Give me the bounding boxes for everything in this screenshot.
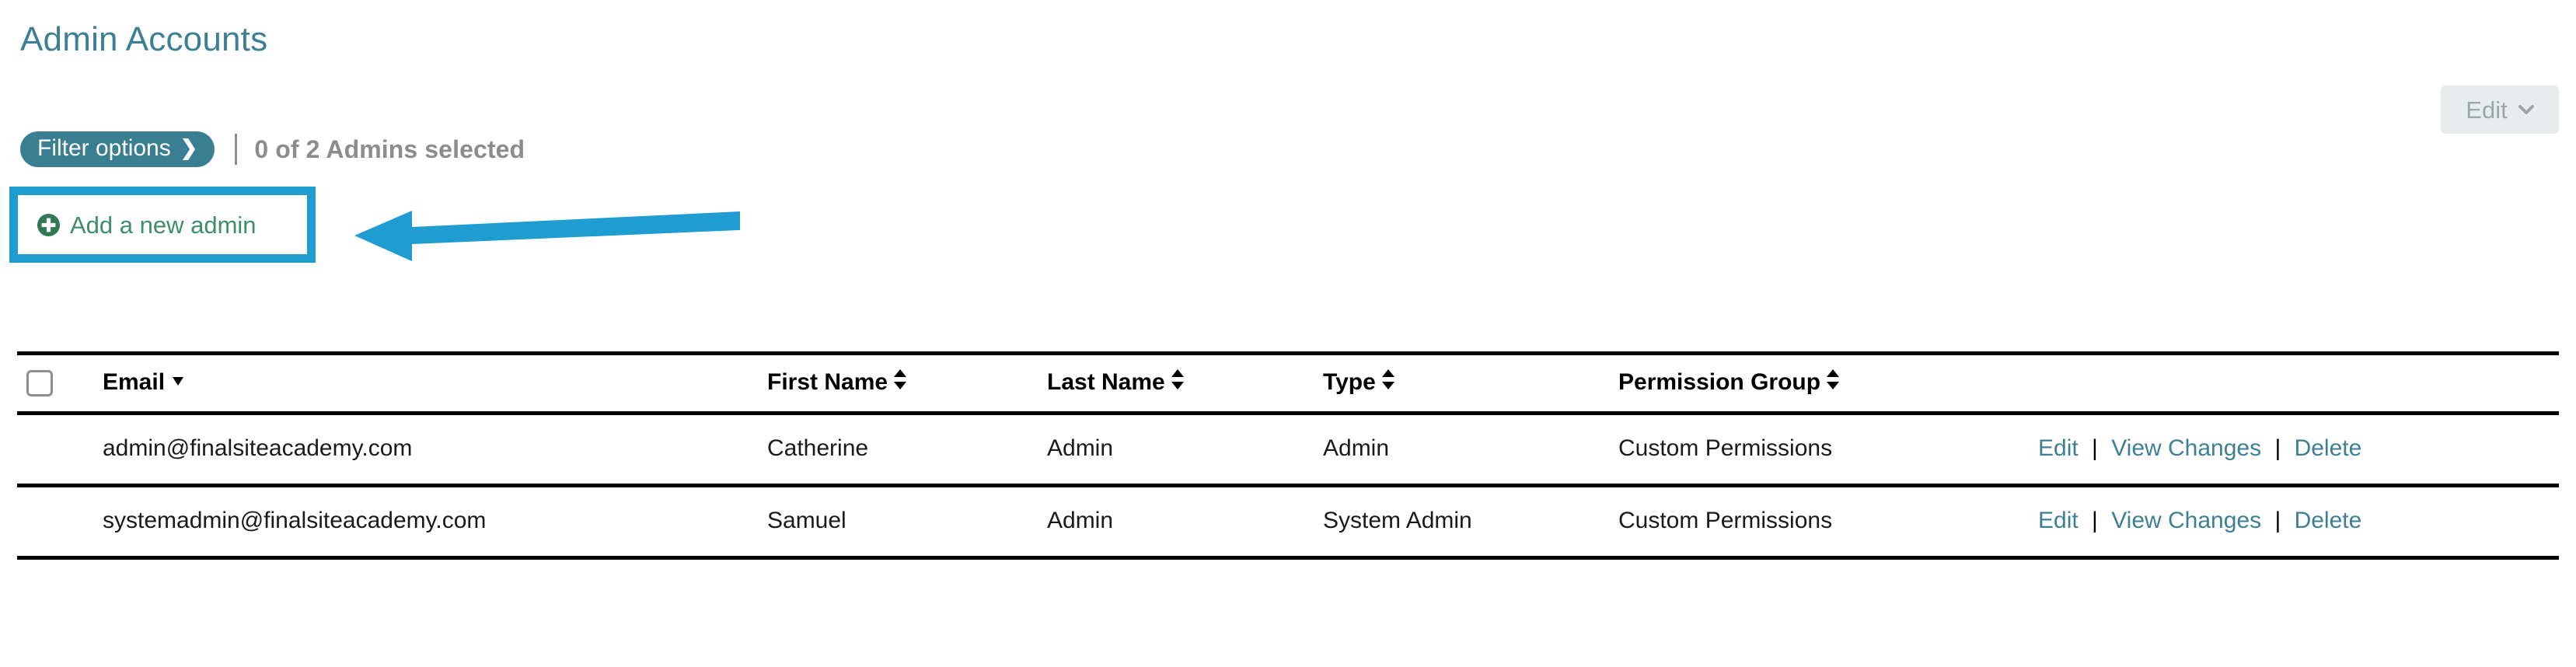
plus-circle-icon bbox=[37, 213, 61, 237]
cell-first-name: Catherine bbox=[767, 435, 869, 461]
column-header-permission-group[interactable]: Permission Group bbox=[1618, 354, 2038, 414]
edit-dropdown-button[interactable]: Edit bbox=[2441, 86, 2559, 134]
sort-both-icon bbox=[1381, 368, 1395, 397]
column-header-actions bbox=[2038, 354, 2559, 414]
row-delete-link[interactable]: Delete bbox=[2294, 435, 2362, 461]
column-header-type-label: Type bbox=[1323, 369, 1376, 395]
chevron-right-icon: ❯ bbox=[180, 135, 198, 159]
table-row: admin@finalsiteacademy.com Catherine Adm… bbox=[17, 414, 2559, 486]
column-header-first-name-label: First Name bbox=[767, 369, 888, 395]
column-header-last-name[interactable]: Last Name bbox=[1047, 354, 1323, 414]
row-delete-link[interactable]: Delete bbox=[2294, 508, 2362, 533]
row-select-cell bbox=[17, 414, 103, 486]
cell-permission-group: Custom Permissions bbox=[1618, 435, 1833, 461]
action-separator: | bbox=[2274, 508, 2281, 533]
add-new-admin-button[interactable]: Add a new admin bbox=[18, 195, 307, 254]
sort-both-icon bbox=[1171, 368, 1185, 397]
cell-type: Admin bbox=[1323, 435, 1390, 461]
add-new-admin-label: Add a new admin bbox=[70, 211, 257, 239]
toolbar-divider bbox=[235, 134, 238, 165]
filter-options-button[interactable]: Filter options ❯ bbox=[20, 131, 215, 167]
column-header-permission-group-label: Permission Group bbox=[1618, 369, 1821, 395]
selection-status: 0 of 2 Admins selected bbox=[254, 134, 525, 163]
select-all-header bbox=[17, 354, 103, 414]
sort-descending-icon bbox=[170, 369, 186, 396]
cell-last-name: Admin bbox=[1047, 508, 1114, 533]
row-edit-link[interactable]: Edit bbox=[2038, 435, 2079, 461]
cell-permission-group: Custom Permissions bbox=[1618, 508, 1833, 533]
cell-email: systemadmin@finalsiteacademy.com bbox=[103, 508, 487, 533]
table-header: Email First Name bbox=[17, 353, 2559, 414]
action-separator: | bbox=[2092, 508, 2098, 533]
cell-first-name: Samuel bbox=[767, 508, 846, 533]
cell-actions: Edit | View Changes | Delete bbox=[2038, 486, 2559, 558]
table-row: systemadmin@finalsiteacademy.com Samuel … bbox=[17, 486, 2559, 558]
sort-both-icon bbox=[1826, 368, 1840, 397]
admin-accounts-table: Email First Name bbox=[17, 351, 2559, 560]
action-separator: | bbox=[2274, 435, 2281, 461]
add-admin-highlight-box: Add a new admin bbox=[9, 187, 316, 263]
cell-actions: Edit | View Changes | Delete bbox=[2038, 414, 2559, 486]
sort-both-icon bbox=[893, 368, 907, 397]
row-view-changes-link[interactable]: View Changes bbox=[2111, 508, 2262, 533]
column-header-email[interactable]: Email bbox=[103, 354, 767, 414]
action-separator: | bbox=[2092, 435, 2098, 461]
annotation-arrow-left bbox=[351, 193, 740, 278]
cell-email: admin@finalsiteacademy.com bbox=[103, 435, 413, 461]
row-edit-link[interactable]: Edit bbox=[2038, 508, 2079, 533]
cell-type: System Admin bbox=[1323, 508, 1472, 533]
row-select-cell bbox=[17, 486, 103, 558]
filter-options-label: Filter options bbox=[37, 135, 171, 161]
edit-dropdown-label: Edit bbox=[2466, 96, 2508, 124]
column-header-last-name-label: Last Name bbox=[1047, 369, 1165, 395]
table-header-row: Email First Name bbox=[17, 353, 2559, 414]
column-header-first-name[interactable]: First Name bbox=[767, 354, 1047, 414]
column-header-email-label: Email bbox=[103, 369, 166, 395]
filter-toolbar: Filter options ❯ 0 of 2 Admins selected bbox=[20, 131, 525, 168]
chevron-down-icon bbox=[2518, 102, 2534, 117]
page-title: Admin Accounts bbox=[20, 20, 268, 58]
select-all-checkbox[interactable] bbox=[26, 369, 53, 396]
table-body: admin@finalsiteacademy.com Catherine Adm… bbox=[17, 414, 2559, 558]
column-header-type[interactable]: Type bbox=[1323, 354, 1618, 414]
row-view-changes-link[interactable]: View Changes bbox=[2111, 435, 2262, 461]
cell-last-name: Admin bbox=[1047, 435, 1114, 461]
